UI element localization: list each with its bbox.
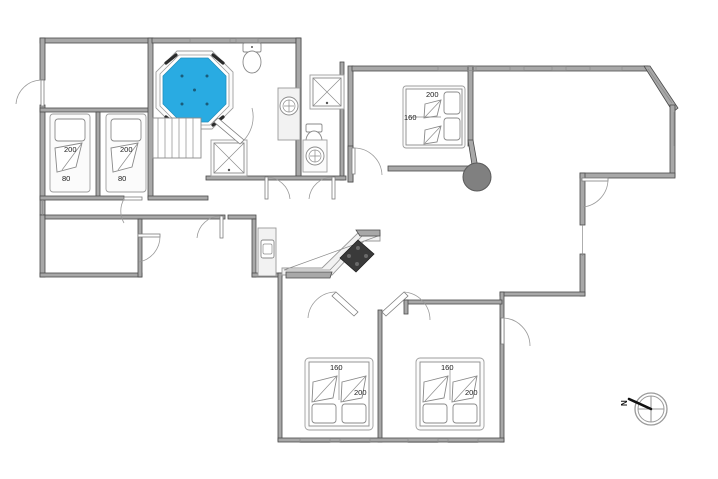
bed-double-3: 160 200 [415, 357, 485, 431]
bed-length-label: 200 [120, 145, 133, 154]
bed-length-label: 200 [465, 388, 478, 397]
bed-width-label: 160 [441, 363, 454, 372]
window-pool-top [189, 38, 259, 43]
door-kitchen-lobby [307, 291, 359, 319]
round-table [462, 162, 492, 192]
bed-width-label: 160 [404, 113, 417, 122]
toilet-1 [242, 42, 262, 74]
washer-1 [302, 139, 328, 173]
door-bedroom-lower-left [381, 291, 431, 321]
sink-small [257, 227, 277, 277]
door-bedroom-lower-right [500, 317, 531, 347]
octagonal-pool [155, 50, 234, 130]
bed-length-label: 200 [64, 145, 77, 154]
door-corridor [196, 215, 224, 239]
bed-width-label: 80 [62, 174, 70, 183]
door-bathroom [264, 176, 291, 200]
bed-length-label: 200 [354, 388, 367, 397]
bed-double-1: 200 160 [402, 85, 466, 149]
window-bottom-run [299, 438, 479, 443]
bed-width-label: 80 [118, 174, 126, 183]
door-pool-room [213, 107, 254, 145]
bed-length-label: 200 [426, 90, 439, 99]
windows-and-thin-walls [42, 38, 675, 443]
shower-2 [210, 139, 248, 177]
compass-rose: N [620, 392, 668, 426]
door-bedroom-corridor [120, 196, 143, 224]
doors [15, 79, 609, 347]
compass-north-label: N [620, 400, 629, 406]
bed-single-2: 200 80 [105, 113, 147, 193]
bathroom-fixtures [210, 42, 345, 277]
door-wc [308, 176, 336, 200]
stairs [152, 117, 202, 159]
vanity-counter [277, 87, 301, 141]
door-hall-right [581, 177, 609, 208]
cooktop [339, 239, 375, 273]
shower-1 [309, 74, 345, 110]
door-lower-left-room [137, 233, 161, 263]
window-right-top-run [437, 66, 623, 71]
door-bedroom-upper-right [351, 147, 383, 176]
bed-width-label: 160 [330, 363, 343, 372]
kitchen [281, 229, 381, 279]
door-entry [15, 79, 45, 107]
bed-single-1: 200 80 [49, 113, 91, 193]
terrace-boundary [647, 68, 675, 146]
bed-double-2: 160 200 [304, 357, 374, 431]
